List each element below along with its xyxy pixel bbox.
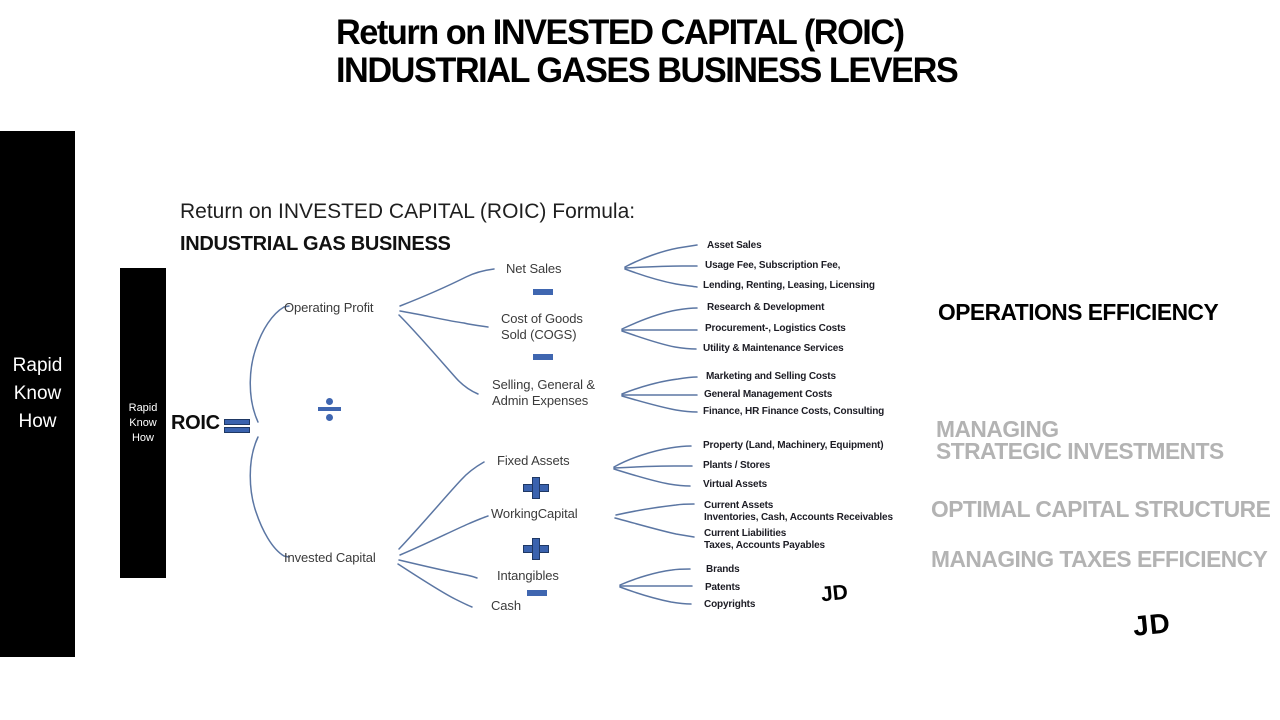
node-net-sales: Net Sales [506, 261, 562, 276]
node-working-capital: WorkingCapital [491, 506, 578, 521]
operating-profit-fan [398, 268, 495, 395]
plus-operator-icon [523, 477, 549, 499]
net-sales-fan [624, 244, 698, 288]
badge-line-2: Know [129, 416, 157, 429]
equals-operator-icon [224, 419, 250, 435]
leaf-usage-fee: Usage Fee, Subscription Fee, [705, 260, 841, 271]
leaf-virtual-assets: Virtual Assets [703, 479, 768, 490]
fixed-assets-fan [613, 445, 693, 487]
lever-strategic-line2: STRATEGIC INVESTMENTS [936, 438, 1224, 464]
brand-line-3: How [18, 411, 57, 432]
brand-line-1: Rapid [12, 355, 63, 376]
lever-managing-taxes-efficiency: MANAGING TAXES EFFICIENCY [931, 546, 1268, 572]
leaf-general-management: General Management Costs [704, 389, 833, 400]
brand-badge: Rapid Know How [120, 268, 166, 578]
left-brand-rail: Rapid Know How [0, 131, 75, 657]
leaf-marketing-selling: Marketing and Selling Costs [706, 371, 836, 382]
leaf-research-development: Research & Development [707, 302, 825, 313]
invested-capital-fan [397, 461, 489, 608]
brand-line-2: Know [13, 383, 62, 404]
leaf-current-assets: Current Assets Inventories, Cash, Accoun… [704, 500, 893, 524]
node-cogs-line2: Sold (COGS) [501, 327, 577, 342]
node-sga: Selling, General & Admin Expenses [492, 377, 595, 409]
lever-operations-efficiency: OPERATIONS EFFICIENCY [938, 299, 1219, 325]
minus-operator-icon [527, 590, 547, 596]
roic-root-label: ROIC [171, 412, 220, 434]
badge-line-1: Rapid [128, 401, 158, 414]
leaf-plants-stores: Plants / Stores [703, 460, 771, 471]
node-cogs: Cost of Goods Sold (COGS) [501, 311, 583, 343]
leaf-utility-maintenance: Utility & Maintenance Services [703, 343, 844, 354]
signature-jd-slide: JD [1131, 607, 1173, 642]
slide-title-line1: Return on INVESTED CAPITAL (ROIC) [336, 13, 905, 52]
root-brace [249, 305, 290, 558]
branch-invested-capital: Invested Capital [284, 550, 376, 565]
node-sga-line1: Selling, General & [492, 377, 595, 392]
plus-operator-icon [523, 538, 549, 560]
leaf-current-assets-line1: Current Assets [704, 500, 774, 511]
minus-operator-icon [533, 354, 553, 360]
leaf-patents: Patents [705, 582, 741, 593]
leaf-procurement-logistics: Procurement-, Logistics Costs [705, 323, 846, 334]
intangibles-fan [619, 568, 693, 605]
lever-strategic-line1: MANAGING [936, 416, 1059, 442]
node-cogs-line1: Cost of Goods [501, 311, 583, 326]
leaf-copyrights: Copyrights [704, 599, 756, 610]
node-intangibles: Intangibles [497, 568, 559, 583]
slide-title: Return on INVESTED CAPITAL (ROIC) INDUST… [336, 14, 1081, 90]
divide-operator-icon [318, 398, 341, 421]
node-sga-line2: Admin Expenses [492, 393, 589, 408]
leaf-asset-sales: Asset Sales [707, 240, 762, 251]
diagram-heading-line2: INDUSTRIAL GAS BUSINESS [180, 233, 451, 255]
node-cash: Cash [491, 598, 521, 613]
diagram-heading-line1: Return on INVESTED CAPITAL (ROIC) Formul… [180, 200, 636, 223]
leaf-finance-hr-consulting: Finance, HR Finance Costs, Consulting [703, 406, 885, 417]
branch-operating-profit: Operating Profit [284, 300, 374, 315]
working-capital-fan [614, 503, 695, 538]
leaf-current-assets-line2: Inventories, Cash, Accounts Receivables [704, 512, 893, 523]
minus-operator-icon [533, 289, 553, 295]
cogs-fan [621, 307, 698, 350]
signature-jd-diagram: JD [819, 580, 849, 607]
lever-optimal-capital-structure: OPTIMAL CAPITAL STRUCTURE [931, 496, 1271, 522]
leaf-current-liabilities: Current Liabilities Taxes, Accounts Paya… [704, 528, 825, 552]
leaf-lending: Lending, Renting, Leasing, Licensing [703, 280, 875, 291]
leaf-current-liabilities-line2: Taxes, Accounts Payables [704, 540, 825, 551]
leaf-brands: Brands [706, 564, 740, 575]
lever-strategic-investments: MANAGING STRATEGIC INVESTMENTS [936, 416, 1224, 464]
badge-line-3: How [131, 431, 154, 444]
sga-fan [621, 376, 698, 413]
leaf-current-liabilities-line1: Current Liabilities [704, 528, 787, 539]
leaf-property: Property (Land, Machinery, Equipment) [703, 440, 884, 451]
node-fixed-assets: Fixed Assets [497, 453, 570, 468]
slide-title-line2: INDUSTRIAL GASES BUSINESS LEVERS [336, 51, 959, 90]
